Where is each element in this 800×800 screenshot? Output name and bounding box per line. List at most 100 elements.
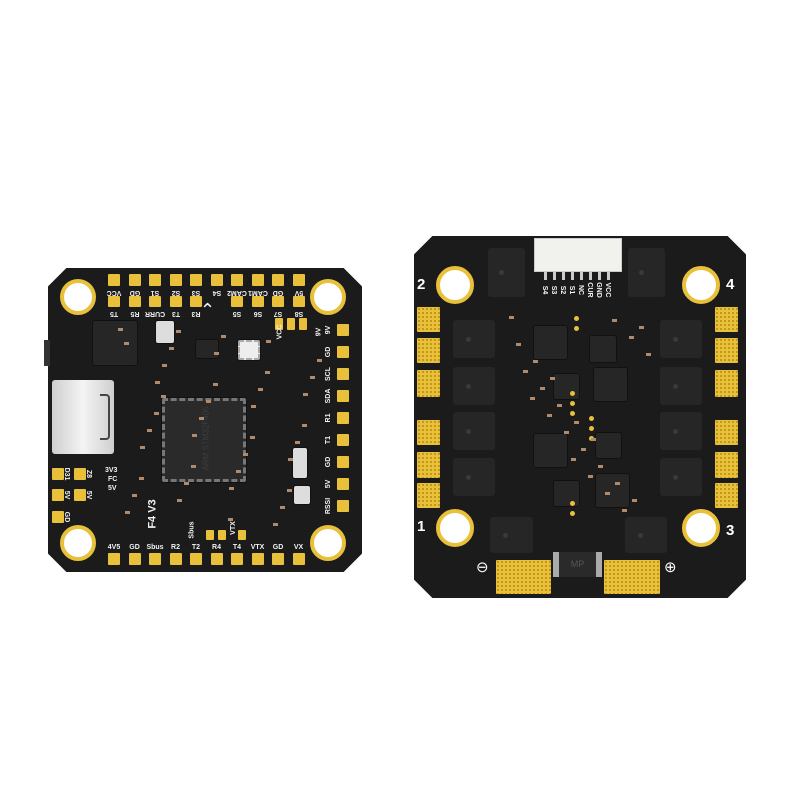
pad-label: R2 [171, 544, 180, 551]
solder-pad [190, 274, 202, 286]
pad-label: GD [272, 544, 284, 551]
jumper-label: 5V [108, 485, 117, 492]
mosfet [628, 248, 665, 297]
pad-label: RSSI [325, 497, 332, 515]
solder-pad [169, 553, 182, 565]
smd-component [303, 393, 308, 396]
motor-number: 2 [417, 276, 426, 293]
solder-pad [272, 296, 284, 307]
motor-pad [417, 338, 440, 363]
smd-component [533, 360, 538, 363]
solder-pad [337, 368, 349, 380]
smd-component [213, 383, 218, 386]
smd-component [581, 448, 586, 451]
solder-pad [52, 489, 64, 501]
pad-label: Z8 [85, 469, 92, 479]
motor-pad [715, 307, 738, 332]
mosfet [453, 367, 495, 405]
smd-component [523, 370, 528, 373]
usb-c-port[interactable] [52, 380, 114, 454]
smd-component [302, 424, 307, 427]
smd-component [199, 417, 204, 420]
driver-chip [534, 326, 567, 359]
connector-label: S3 [550, 285, 557, 295]
solder-pad [251, 274, 264, 286]
mosfet [488, 248, 525, 297]
motor-pad [715, 338, 738, 363]
pad-label: T4 [232, 544, 242, 551]
solder-pad [292, 296, 305, 307]
solder-pad [231, 296, 243, 307]
connector-pin [544, 272, 547, 280]
pad-label: 5V [63, 490, 70, 500]
mcu-chip: ARM STM32F405 [162, 398, 246, 482]
smd-component [615, 482, 620, 485]
smd-component [169, 347, 174, 350]
driver-chip [590, 336, 616, 362]
driver-chip [554, 481, 579, 506]
solder-pad [231, 274, 243, 286]
smd-component [564, 431, 569, 434]
imu-chip [93, 321, 137, 365]
smd-component [184, 482, 189, 485]
smd-component [161, 395, 166, 398]
smd-component [632, 499, 637, 502]
smd-component [228, 518, 233, 521]
smd-component [221, 335, 226, 338]
smd-component [629, 336, 634, 339]
connector-pin [589, 272, 592, 280]
smd-component [540, 387, 545, 390]
mosfet [660, 412, 702, 450]
smd-component [516, 343, 521, 346]
solder-pad [128, 274, 141, 286]
pad-label: GD [129, 544, 140, 551]
driver-chip [554, 374, 579, 399]
connector-label: CUR [586, 282, 593, 298]
connector-pin [571, 272, 574, 280]
test-point [589, 416, 594, 421]
model-label: F4 V3 [146, 499, 159, 529]
connector[interactable] [534, 238, 622, 272]
motor-number: 3 [726, 522, 735, 539]
test-point [570, 401, 575, 406]
smd-component [295, 441, 300, 444]
arrow-icon: ⌃ [200, 300, 216, 320]
motor-number: 1 [417, 518, 426, 535]
mount-hole [60, 279, 96, 315]
solder-pad [272, 274, 284, 286]
smd-component [139, 477, 144, 480]
test-point [574, 326, 579, 331]
smd-component [571, 458, 576, 461]
battery-pad-negative [496, 560, 551, 594]
smd-component [162, 364, 167, 367]
solder-pad [149, 274, 161, 286]
sbus-label: Sbus [188, 521, 196, 539]
smd-component [598, 465, 603, 468]
solder-pad [52, 511, 64, 523]
driver-chip [534, 434, 567, 467]
smd-component [588, 475, 593, 478]
smd-component [140, 446, 145, 449]
test-point [570, 511, 575, 516]
connector-pin [553, 272, 556, 280]
positive-icon: ⊕ [664, 559, 677, 576]
mount-hole [682, 509, 720, 547]
driver-chip [594, 368, 627, 401]
test-point [570, 501, 575, 506]
connector-label: S2 [559, 285, 566, 295]
smd-component [280, 506, 285, 509]
motor-pad [417, 452, 440, 478]
connector-label: GND [595, 282, 602, 298]
motor-pad [715, 483, 738, 508]
solder-pad [337, 500, 349, 512]
solder-pad [210, 274, 223, 286]
connector-pin [607, 272, 610, 280]
connector-label: S1 [568, 285, 575, 295]
smd-component [317, 359, 322, 362]
pad-label: VX [293, 544, 304, 551]
pad-label: R3 [191, 310, 201, 317]
solder-pad [149, 553, 161, 565]
vtx-label: VTX [229, 521, 237, 535]
solder-pad [108, 296, 120, 307]
